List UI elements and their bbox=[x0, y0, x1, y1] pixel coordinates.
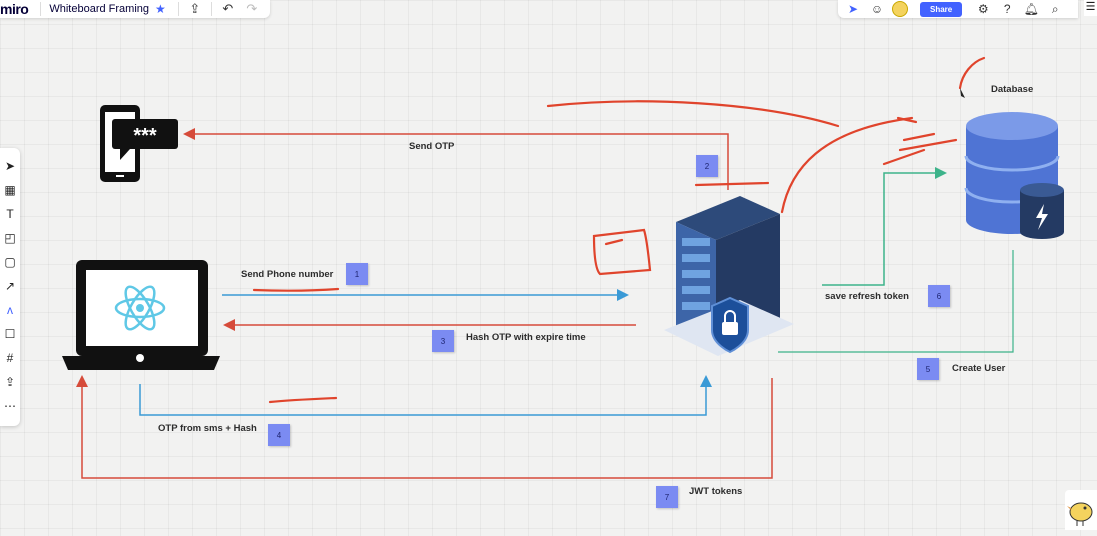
label-send-phone: Send Phone number bbox=[241, 269, 334, 280]
label-create-user: Create User bbox=[952, 363, 1006, 374]
step-badge-6[interactable]: 6 bbox=[928, 285, 950, 307]
phone-icon: *** bbox=[100, 105, 178, 182]
comment-icon[interactable]: ☐ bbox=[4, 326, 16, 341]
crop-icon[interactable]: # bbox=[6, 350, 14, 365]
label-jwt: JWT tokens bbox=[689, 486, 743, 497]
otp-sms-arrow bbox=[139, 375, 712, 416]
create-user-line bbox=[778, 250, 1014, 353]
settings-sliders-icon[interactable]: ⚙ bbox=[977, 2, 989, 16]
send-otp-arrow bbox=[183, 128, 729, 190]
step-badge-3[interactable]: 3 bbox=[432, 330, 454, 352]
reactions-icon[interactable]: ☺ bbox=[870, 2, 884, 16]
label-database: Database bbox=[991, 84, 1034, 95]
select-icon[interactable]: ➤ bbox=[4, 158, 16, 173]
shape-icon[interactable]: ▢ bbox=[4, 254, 16, 269]
board-name[interactable]: Whiteboard Framing bbox=[49, 3, 149, 15]
step-badge-2[interactable]: 2 bbox=[696, 155, 718, 177]
server-icon bbox=[664, 196, 794, 356]
divider bbox=[40, 2, 42, 16]
bell-icon[interactable]: 🔔︎ bbox=[1023, 2, 1039, 16]
database-icon bbox=[964, 112, 1064, 239]
step-badge-1[interactable]: 1 bbox=[346, 263, 368, 285]
topbar-left: miro Whiteboard Framing ★ ⇪ ↶ ↷ bbox=[0, 0, 270, 18]
label-save-refresh: save refresh token bbox=[825, 291, 909, 302]
upload-icon[interactable]: ⇪ bbox=[4, 374, 16, 389]
search-icon[interactable]: ⌕ bbox=[1051, 1, 1059, 16]
sticky-note-icon[interactable]: ◰ bbox=[4, 230, 16, 245]
step-badge-7[interactable]: 7 bbox=[656, 486, 678, 508]
undo-icon[interactable]: ↶ bbox=[222, 1, 234, 16]
jwt-arrow bbox=[76, 375, 773, 479]
help-icon[interactable]: ? bbox=[1003, 2, 1011, 16]
bird-mascot-icon[interactable] bbox=[1065, 490, 1097, 530]
frame-icon[interactable]: ▦ bbox=[4, 182, 16, 197]
avatar[interactable] bbox=[892, 1, 908, 17]
label-otp-sms: OTP from sms + Hash bbox=[158, 423, 257, 434]
mouse-cursor-icon bbox=[960, 88, 965, 98]
text-icon[interactable]: T bbox=[6, 206, 14, 221]
divider bbox=[210, 2, 212, 16]
step-badge-4[interactable]: 4 bbox=[268, 424, 290, 446]
star-icon[interactable]: ★ bbox=[155, 2, 166, 16]
react-logo-icon bbox=[114, 285, 166, 331]
more-icon[interactable]: ⋯ bbox=[4, 398, 16, 413]
board-list-icon[interactable]: ☰ bbox=[1084, 0, 1097, 16]
save-refresh-arrow bbox=[822, 167, 947, 286]
share-button[interactable]: Share bbox=[920, 1, 963, 17]
upload-icon[interactable]: ⇪ bbox=[189, 1, 201, 16]
topbar-right: ➤ ☺ Share ⚙ ? 🔔︎ ⌕ bbox=[838, 0, 1078, 18]
divider bbox=[177, 2, 179, 16]
label-hash-otp: Hash OTP with expire time bbox=[466, 332, 586, 343]
label-send-otp: Send OTP bbox=[409, 141, 455, 152]
line-icon[interactable]: ↗ bbox=[4, 278, 16, 293]
miro-logo[interactable]: miro bbox=[0, 1, 29, 17]
left-toolbar: ➤ ▦ T ◰ ▢ ↗ ʌ ☐ # ⇪ ⋯ bbox=[0, 148, 20, 426]
svg-text:***: *** bbox=[133, 125, 157, 147]
pen-icon[interactable]: ʌ bbox=[7, 302, 13, 317]
redo-icon[interactable]: ↷ bbox=[246, 1, 258, 16]
laptop-icon bbox=[62, 260, 220, 370]
step-badge-5[interactable]: 5 bbox=[917, 358, 939, 380]
cursor-icon[interactable]: ➤ bbox=[847, 2, 859, 16]
pen-annotations bbox=[252, 56, 986, 404]
